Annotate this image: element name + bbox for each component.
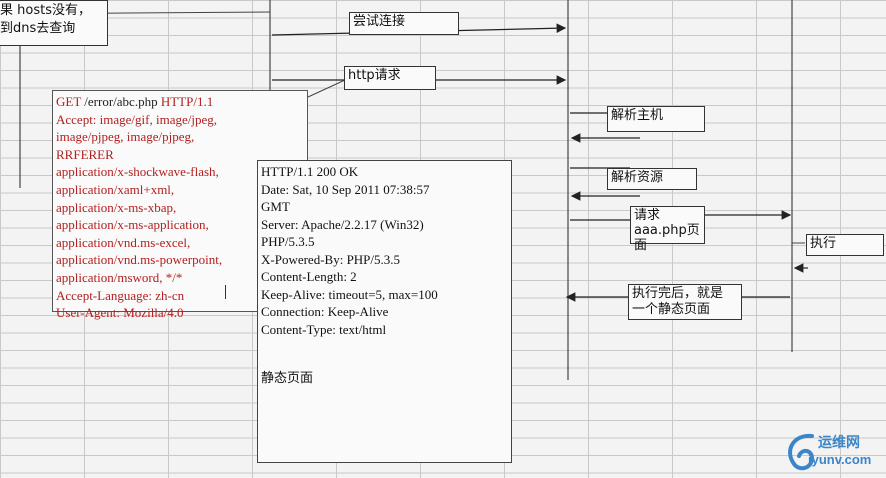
request-header-line: application/msword, */* (56, 269, 183, 285)
request-header-line: application/xaml+xml, (56, 181, 175, 197)
label-execute: 执行 (806, 234, 884, 256)
response-body: 静态页面 (261, 370, 314, 385)
response-header-line: HTTP/1.1 200 OK (261, 164, 359, 179)
request-header-line: User-Agent: Mozilla/4.0 (56, 305, 184, 321)
response-header-line: Connection: Keep-Alive (261, 304, 389, 319)
watermark-en: iyunv.com (808, 452, 872, 467)
request-header-lines: Accept: image/gif, image/jpeg, image/pjpe… (56, 111, 304, 322)
response-header-line: X-Powered-By: PHP/5.3.5 (261, 251, 401, 267)
response-header-line: Content-Length: 2 (261, 269, 357, 284)
request-line: GET /error/abc.php HTTP/1.1 (56, 93, 304, 111)
dns-fallback-note: 果 hosts没有， 到dns去查询 (0, 0, 108, 46)
request-header-line: image/pjpeg, image/pjpeg, (56, 129, 195, 145)
request-method: GET (56, 94, 82, 109)
response-header-line: Content-Type: text/html (261, 321, 387, 337)
label-resolve-host: 解析主机 (607, 106, 705, 132)
request-header-line: Accept: image/gif, image/jpeg, (56, 111, 217, 127)
watermark-swirl-icon (788, 433, 815, 471)
http-response-headers: HTTP/1.1 200 OK Date: Sat, 10 Sep 2011 07… (257, 160, 512, 463)
watermark-cn: 运维网 (818, 435, 860, 451)
response-header-line: Server: Apache/2.2.17 (Win32) (261, 216, 424, 232)
response-header-lines: HTTP/1.1 200 OK Date: Sat, 10 Sep 2011 07… (261, 163, 508, 338)
request-header-line: RRFERER (56, 146, 114, 162)
request-header-line: Accept-Language: zh-cn (56, 287, 185, 303)
response-header-line: GMT (261, 199, 290, 214)
watermark-logo: 运维网 iyunv.com (782, 428, 882, 474)
request-header-line: application/vnd.ms-powerpoint, (56, 252, 223, 268)
request-header-line: application/x-shockwave-flash, (56, 164, 219, 180)
response-header-line: PHP/5.3.5 (261, 234, 315, 249)
label-request-php: 请求 aaa.php页 面 (630, 206, 705, 253)
http-request-headers: GET /error/abc.php HTTP/1.1 Accept: imag… (52, 90, 308, 320)
request-header-line: application/x-ms-xbap, (56, 199, 177, 215)
response-header-line: Date: Sat, 10 Sep 2011 07:38:57 (261, 181, 430, 197)
label-try-connect: 尝试连接 (349, 12, 459, 35)
request-header-line: application/vnd.ms-excel, (56, 234, 191, 250)
label-http-request: http请求 (344, 66, 436, 90)
request-header-line: application/x-ms-application, (56, 217, 209, 233)
request-path: /error/abc.php (84, 94, 158, 109)
response-header-line: Keep-Alive: timeout=5, max=100 (261, 286, 438, 302)
label-after-exec: 执行完后，就是 一个静态页面 (628, 284, 742, 320)
text-cursor-icon (225, 285, 232, 299)
label-resolve-resource: 解析资源 (607, 168, 697, 190)
request-proto: HTTP/1.1 (160, 94, 214, 109)
